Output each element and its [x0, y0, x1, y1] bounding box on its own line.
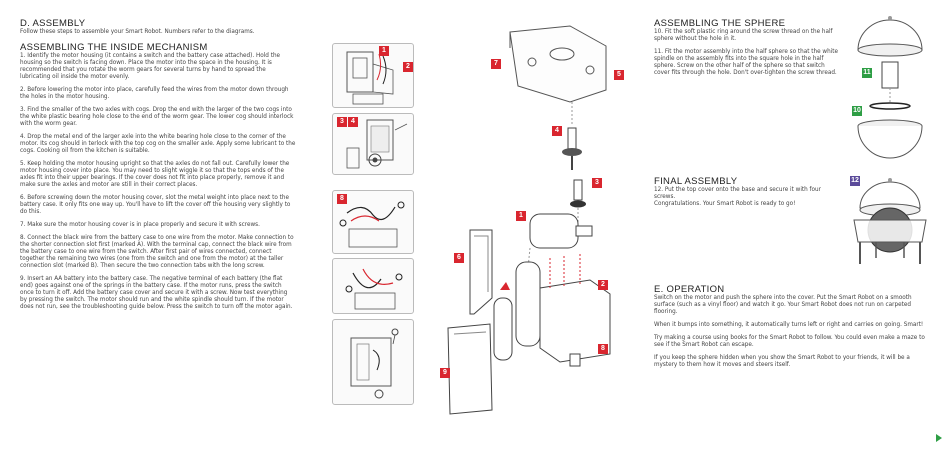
wiring-b-illustration: [345, 268, 403, 310]
congratulations: Congratulations. Your Smart Robot is rea…: [654, 201, 796, 207]
badge-4-main: 4: [552, 126, 562, 136]
diagram-step-1-2: 1 2: [332, 43, 414, 108]
badge-6: 6: [454, 253, 464, 263]
final-assembly-diagram: 12: [846, 172, 936, 272]
operation-section: E. OPERATION Switch on the motor and pus…: [654, 284, 934, 369]
diagram-step-8a: 8: [332, 190, 414, 254]
operation-para-4: If you keep the sphere hidden when you s…: [654, 355, 910, 368]
badge-2: 2: [403, 62, 413, 72]
badge-8-main: 8: [598, 344, 608, 354]
badge-1: 1: [379, 46, 389, 56]
badge-5: 5: [614, 70, 624, 80]
badge-7: 7: [491, 59, 501, 69]
diagram-step-9: [332, 319, 414, 405]
badge-9: 9: [440, 368, 450, 378]
assembly-column: D. ASSEMBLY Follow these steps to assemb…: [20, 18, 296, 311]
subheading-inside-mechanism: ASSEMBLING THE INSIDE MECHANISM: [20, 42, 208, 53]
badge-1-main: 1: [516, 211, 526, 221]
step-1: 1. Identify the motor housing (it contai…: [20, 53, 281, 80]
section-heading-sphere: ASSEMBLING THE SPHERE: [654, 18, 786, 29]
badge-4: 4: [348, 117, 358, 127]
motor-housing-illustration: [346, 51, 394, 105]
exploded-diagram: 7 5 4 3 1 6 2 8 9: [420, 18, 634, 416]
sphere-section: ASSEMBLING THE SPHERE 10. Fit the soft p…: [654, 18, 840, 77]
section-heading-assembly: D. ASSEMBLY: [20, 18, 86, 29]
step-4: 4. Drop the metal end of the larger axle…: [20, 134, 296, 154]
badge-3-main: 3: [592, 178, 602, 188]
badge-8: 8: [337, 194, 347, 204]
next-page-arrow-icon[interactable]: [936, 434, 942, 442]
assembly-intro: Follow these steps to assemble your Smar…: [20, 29, 255, 35]
operation-para-2: When it bumps into something, it automat…: [654, 322, 924, 328]
step-9: 9. Insert an AA battery into the battery…: [20, 276, 293, 310]
final-assembly-section: FINAL ASSEMBLY 12. Put the top cover ont…: [654, 176, 840, 208]
badge-10: 10: [852, 106, 862, 116]
step-3: 3. Find the smaller of the two axles wit…: [20, 107, 294, 127]
section-heading-final: FINAL ASSEMBLY: [654, 176, 738, 187]
step-8: 8. Connect the black wire from the batte…: [20, 235, 294, 269]
robot-cover-illustration: [853, 178, 927, 264]
step-7: 7. Make sure the motor housing cover is …: [20, 222, 260, 228]
step-11: 11. Fit the motor assembly into the half…: [654, 49, 838, 76]
operation-para-3: Try making a course using books for the …: [654, 335, 925, 348]
step-2: 2. Before lowering the motor into place,…: [20, 87, 289, 100]
exploded-assembly-illustration: [447, 25, 611, 415]
badge-2-main: 2: [598, 280, 608, 290]
badge-3: 3: [337, 117, 347, 127]
badge-12: 12: [850, 176, 860, 186]
section-heading-operation: E. OPERATION: [654, 284, 725, 295]
diagram-step-8b: [332, 258, 414, 314]
battery-case-illustration: [350, 328, 399, 399]
diagram-step-3-4: 3 4: [332, 113, 414, 175]
badge-11: 11: [862, 68, 872, 78]
sphere-halves-illustration: [857, 16, 923, 159]
step-6: 6. Before screwing down the motor housin…: [20, 195, 291, 215]
operation-para-1: Switch on the motor and push the sphere …: [654, 295, 912, 315]
sphere-diagram: 11 10: [846, 14, 936, 164]
step-5: 5. Keep holding the motor housing uprigh…: [20, 161, 290, 188]
step-10: 10. Fit the soft plastic ring around the…: [654, 29, 833, 42]
cog-axles-illustration: [346, 119, 408, 169]
step-12: 12. Put the top cover onto the base and …: [654, 187, 821, 200]
wiring-a-illustration: [339, 201, 405, 248]
